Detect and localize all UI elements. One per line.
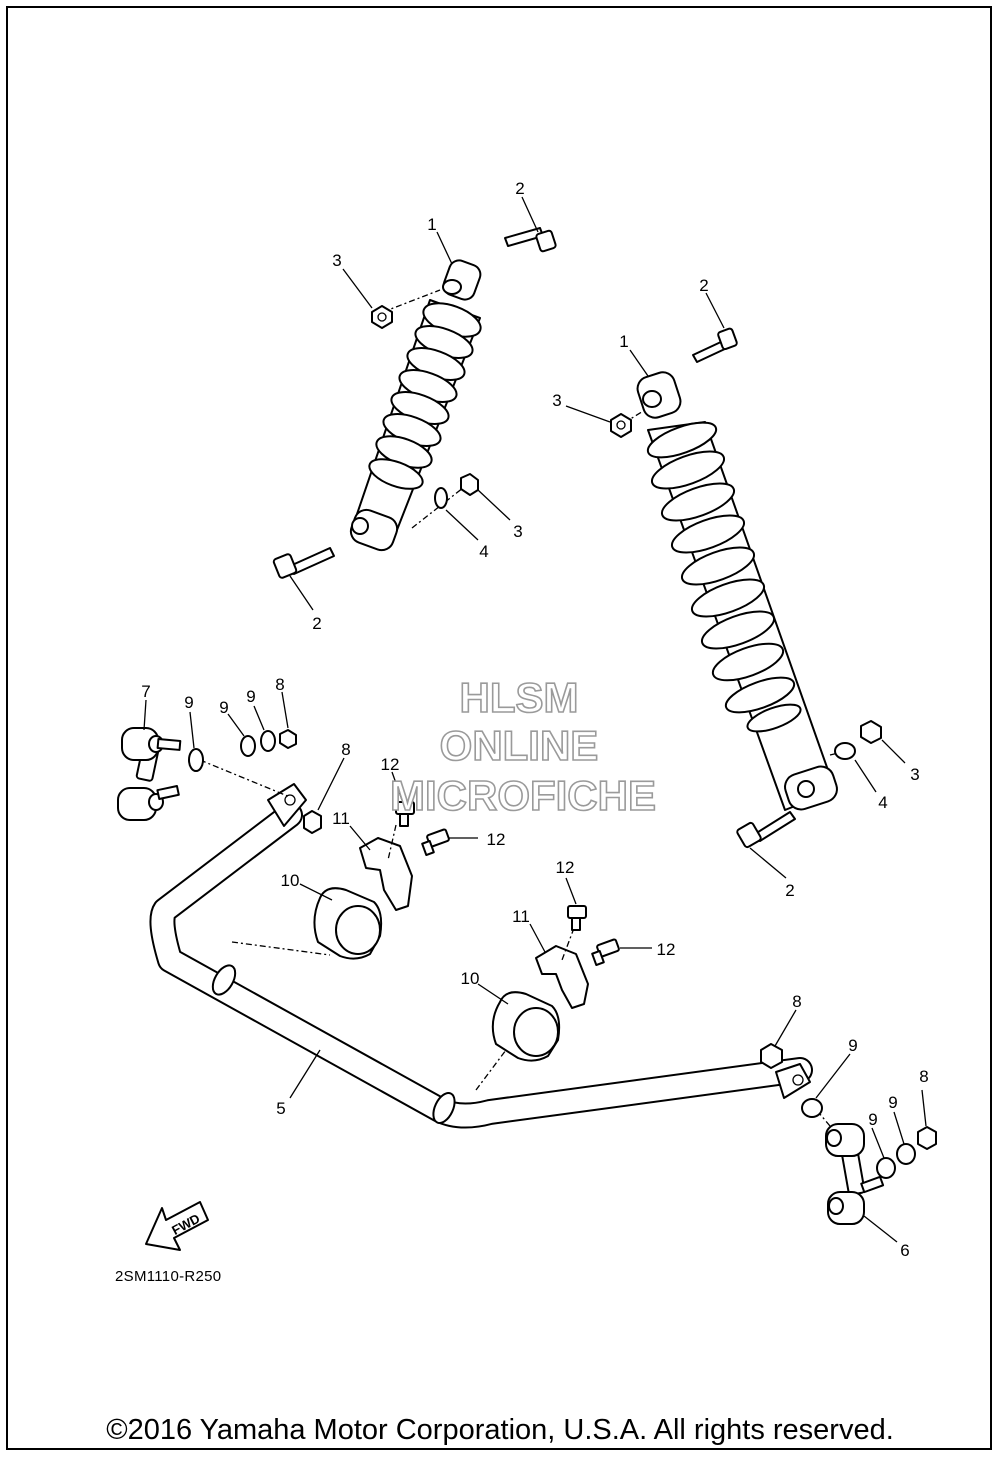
callout-9: 9 [868, 1110, 877, 1129]
callout-5: 5 [276, 1099, 285, 1118]
callout-9: 9 [184, 693, 193, 712]
diagram-frame [6, 6, 992, 1450]
callout-1: 1 [427, 215, 436, 234]
stabilizer-bar[interactable] [149, 783, 813, 1129]
callout-3: 3 [910, 765, 919, 784]
flange-bolt-12b[interactable] [421, 828, 450, 857]
flange-bolt-12c[interactable] [561, 905, 587, 961]
washer-9a[interactable] [188, 748, 204, 772]
callout-12: 12 [556, 858, 575, 877]
washer-9f[interactable] [896, 1143, 916, 1165]
callout-3: 3 [513, 522, 522, 541]
callout-3: 3 [332, 251, 341, 270]
spring-coils-left [368, 302, 482, 490]
callout-12: 12 [657, 940, 676, 959]
diagram-code: 2SM1110-R250 [115, 1268, 222, 1285]
watermark-line-3: MICROFICHE [390, 772, 656, 819]
callout-2: 2 [515, 179, 524, 198]
end-link-left[interactable] [117, 727, 291, 821]
flange-bolt-12a[interactable] [387, 801, 415, 861]
callout-12: 12 [487, 830, 506, 849]
leader-lines [143, 196, 927, 1243]
bolt-upper-right[interactable] [692, 327, 738, 363]
callout-9: 9 [888, 1093, 897, 1112]
bushing-right[interactable] [475, 991, 561, 1091]
bushing-left[interactable] [231, 887, 383, 960]
bracket-left[interactable] [359, 837, 413, 911]
copyright-notice: ©2016 Yamaha Motor Corporation, U.S.A. A… [106, 1414, 894, 1446]
callout-8: 8 [919, 1067, 928, 1086]
washer-lower-right[interactable] [834, 742, 856, 760]
washer-lower-left[interactable] [434, 487, 448, 509]
callout-4: 4 [878, 793, 887, 812]
bolt-upper-left[interactable] [504, 227, 557, 253]
callout-8: 8 [792, 992, 801, 1011]
nut-8c[interactable] [760, 1043, 783, 1069]
washer-9c[interactable] [260, 730, 276, 752]
callout-7: 7 [141, 682, 150, 701]
callout-12: 12 [381, 755, 400, 774]
callout-9: 9 [219, 698, 228, 717]
callout-labels: 1 2 3 3 4 2 1 2 3 3 4 2 7 9 9 9 8 8 12 1… [141, 179, 928, 1260]
bolt-lower-right[interactable] [736, 811, 796, 849]
shock-absorber-right[interactable] [623, 369, 844, 813]
end-link-right[interactable] [807, 1099, 885, 1225]
nut-lower-right[interactable] [860, 720, 882, 744]
callout-2: 2 [312, 614, 321, 633]
nut-upper-left[interactable] [371, 305, 393, 329]
shock-absorber-left[interactable] [348, 258, 485, 554]
callout-11: 11 [332, 809, 350, 828]
callout-6: 6 [900, 1241, 909, 1260]
washer-9d[interactable] [801, 1098, 823, 1118]
spring-coils-right [646, 421, 802, 733]
callout-9: 9 [848, 1036, 857, 1055]
callout-2: 2 [785, 881, 794, 900]
nut-upper-right[interactable] [610, 413, 632, 438]
nut-8a[interactable] [279, 729, 297, 749]
watermark: HLSM ONLINE MICROFICHE [389, 673, 657, 820]
nut-8d[interactable] [917, 1126, 937, 1150]
bracket-right[interactable] [535, 945, 589, 1009]
callout-1: 1 [619, 332, 628, 351]
flange-bolt-12d[interactable] [591, 938, 620, 967]
nut-8b[interactable] [303, 810, 322, 834]
callout-10: 10 [461, 969, 480, 988]
callout-8: 8 [275, 675, 284, 694]
washer-9b[interactable] [240, 735, 256, 757]
callout-9: 9 [246, 687, 255, 706]
fwd-arrow-icon: FWD [145, 1201, 209, 1251]
watermark-line-2: ONLINE [440, 722, 599, 769]
callout-10: 10 [281, 871, 300, 890]
bolt-lower-left[interactable] [272, 547, 335, 579]
callout-2: 2 [699, 276, 708, 295]
callout-3: 3 [552, 391, 561, 410]
callout-4: 4 [479, 542, 488, 561]
nut-lower-left[interactable] [460, 473, 479, 496]
watermark-line-1: HLSM [460, 674, 579, 721]
washer-9e[interactable] [876, 1157, 896, 1179]
callout-11: 11 [512, 907, 530, 926]
callout-8: 8 [341, 740, 350, 759]
